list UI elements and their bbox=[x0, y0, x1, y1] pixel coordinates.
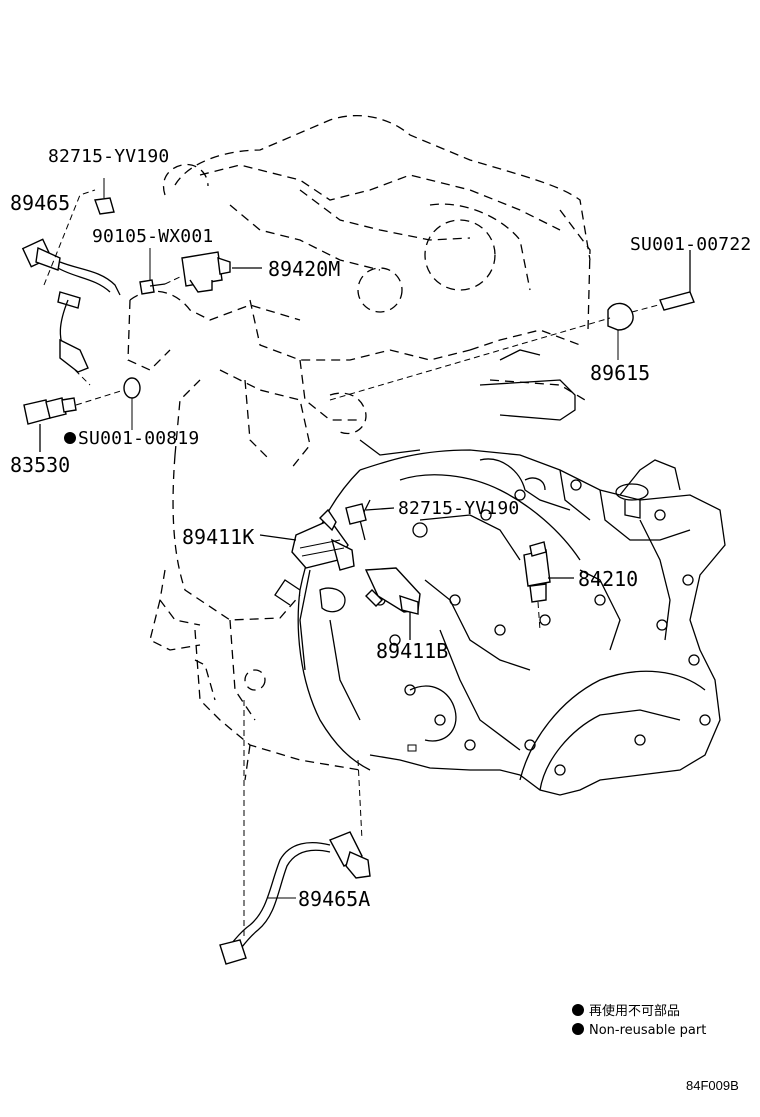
oxygen-sensor-lower bbox=[219, 700, 371, 965]
knock-sensor-89615 bbox=[329, 250, 695, 401]
speed-sensor-89411b bbox=[364, 567, 421, 640]
label-89420m: 89420M bbox=[268, 257, 340, 281]
legend: 再使用不可部品 Non-reusable part bbox=[572, 1003, 706, 1038]
engine-detail bbox=[359, 349, 576, 456]
switch-84210 bbox=[523, 541, 574, 631]
figure-code: 84F009B bbox=[686, 1078, 739, 1093]
label-89411b: 89411B bbox=[376, 639, 448, 663]
legend-jp: 再使用不可部品 bbox=[589, 1003, 680, 1019]
oil-pressure-switch-83530 bbox=[23, 377, 141, 452]
label-89465: 89465 bbox=[10, 191, 70, 215]
clip-82715-mid bbox=[345, 503, 395, 525]
label-su001-00722: SU001-00722 bbox=[630, 234, 751, 255]
engine-outline bbox=[127, 114, 591, 781]
label-89465a: 89465A bbox=[298, 887, 370, 911]
label-83530: 83530 bbox=[10, 453, 70, 477]
label-82715-top: 82715-YV190 bbox=[48, 146, 169, 167]
label-su001-00819-group: SU001-00819 bbox=[64, 428, 199, 449]
label-89615: 89615 bbox=[590, 361, 650, 385]
legend-dot-icon bbox=[572, 1023, 584, 1035]
label-82715-mid: 82715-YV190 bbox=[398, 498, 519, 519]
bolt-90105 bbox=[139, 248, 166, 295]
non-reusable-dot-icon bbox=[64, 432, 76, 444]
legend-dot-icon bbox=[572, 1004, 584, 1016]
speed-sensor-89411k bbox=[259, 508, 355, 571]
clip-82715-top bbox=[94, 178, 115, 215]
label-su001-00819: SU001-00819 bbox=[78, 428, 199, 449]
legend-en: Non-reusable part bbox=[589, 1023, 706, 1038]
label-90105: 90105-WX001 bbox=[92, 226, 213, 247]
sensor-89420m bbox=[164, 251, 262, 293]
label-84210: 84210 bbox=[578, 567, 638, 591]
label-89411k: 89411K bbox=[182, 525, 254, 549]
oxygen-sensor-upper bbox=[21, 189, 121, 386]
